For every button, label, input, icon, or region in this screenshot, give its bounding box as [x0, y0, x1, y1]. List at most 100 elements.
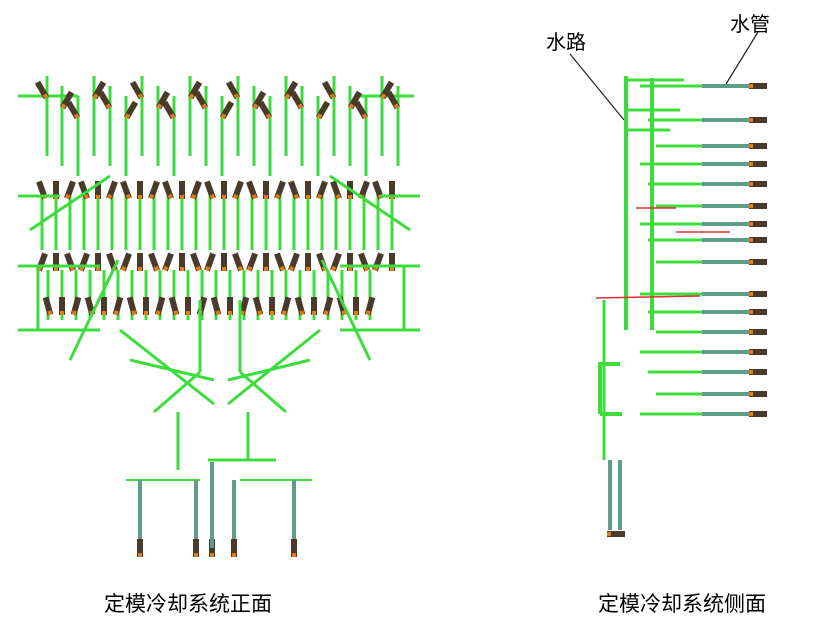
pipe-end-fitting	[749, 329, 767, 335]
cooling-fitting	[336, 296, 348, 316]
waterway-callout-label: 水路	[546, 30, 586, 54]
cooling-fitting	[221, 253, 227, 271]
cooling-fitting	[168, 296, 180, 316]
cooling-fitting	[53, 253, 59, 271]
cooling-fitting	[364, 296, 376, 316]
cooling-fitting	[190, 180, 202, 200]
front-view-caption: 定模冷却系统正面	[104, 592, 272, 616]
side-view-panel: 水路 水管 定模冷却系统侧面	[440, 0, 832, 624]
cooling-fitting	[219, 100, 235, 120]
waterway-segment	[329, 174, 411, 232]
cooling-fitting	[221, 181, 227, 199]
cooling-fitting	[155, 90, 171, 110]
cooling-fitting	[137, 253, 143, 271]
cooling-fitting	[311, 297, 317, 315]
cooling-fitting	[126, 296, 138, 316]
cooling-fitting	[120, 180, 132, 200]
front-view-drawing	[18, 76, 420, 557]
waterway-segment	[68, 259, 120, 361]
cooling-fitting	[78, 252, 90, 272]
pipe-end-fitting	[749, 349, 767, 355]
cooling-fitting	[137, 181, 143, 199]
cooling-fitting	[101, 297, 107, 315]
cooling-fitting	[64, 180, 76, 200]
cooling-fitting	[257, 100, 273, 120]
cooling-fitting	[106, 180, 118, 200]
cooling-fitting	[196, 296, 208, 316]
cooling-fitting	[347, 90, 363, 110]
pipe-end-fitting	[749, 181, 767, 187]
cooling-fitting	[288, 252, 300, 272]
cooling-fitting	[179, 253, 185, 271]
cooling-fitting	[372, 252, 384, 272]
cooling-fitting	[385, 90, 401, 110]
cooling-fitting	[232, 252, 244, 272]
cooling-fitting	[204, 252, 216, 272]
waterway-segment	[320, 259, 372, 361]
cooling-fitting	[34, 80, 50, 100]
cooling-fitting	[148, 180, 160, 200]
cooling-fitting	[353, 100, 369, 120]
pipe-callout-leader	[725, 31, 759, 85]
pipe-end-fitting	[749, 143, 767, 149]
cooling-fitting	[321, 80, 337, 100]
cooling-fitting	[330, 252, 342, 272]
pipe-end-fitting	[749, 83, 767, 89]
pipe-end-fitting	[749, 203, 767, 209]
cooling-fitting	[379, 80, 395, 100]
cooling-fitting	[91, 80, 107, 100]
cooling-fitting	[330, 180, 342, 200]
cooling-fitting	[123, 100, 139, 120]
cooling-fitting	[70, 296, 82, 316]
cooling-fitting	[210, 296, 222, 316]
cooling-fitting	[358, 252, 370, 272]
cooling-fitting	[193, 90, 209, 110]
cooling-fitting	[316, 180, 328, 200]
pipe-end-fitting	[291, 539, 297, 557]
cooling-fitting	[232, 180, 244, 200]
cooling-fitting	[274, 252, 286, 272]
cooling-fitting	[288, 180, 300, 200]
cooling-fitting	[42, 296, 54, 316]
pipe-end-fitting	[193, 539, 199, 557]
pipe-end-fitting	[749, 391, 767, 397]
pipe-end-fitting	[749, 221, 767, 227]
pipe-end-fitting	[749, 117, 767, 123]
pipe-end-fitting	[607, 531, 625, 537]
pipe-end-fitting	[231, 539, 237, 557]
cooling-fitting	[190, 252, 202, 272]
pipe-end-fitting	[749, 291, 767, 297]
cooling-fitting	[112, 296, 124, 316]
waterway-segment	[239, 370, 287, 414]
cooling-fitting	[227, 297, 233, 315]
pipe-end-fitting	[749, 369, 767, 375]
cooling-fitting	[280, 296, 292, 316]
cooling-fitting	[251, 90, 267, 110]
pipe-end-fitting	[749, 161, 767, 167]
cooling-fitting	[148, 252, 160, 272]
waterway-segment	[227, 328, 321, 406]
cooling-fitting	[246, 180, 258, 200]
cooling-fitting	[59, 297, 65, 315]
cooling-fitting	[143, 297, 149, 315]
cooling-fitting	[154, 296, 166, 316]
cooling-fitting	[283, 80, 299, 100]
cooling-fitting	[162, 252, 174, 272]
red-reference-line	[595, 295, 701, 299]
cooling-fitting	[95, 253, 101, 271]
cooling-fitting	[305, 253, 311, 271]
side-view-caption: 定模冷却系统侧面	[598, 592, 766, 616]
cooling-fitting	[204, 180, 216, 200]
pipe-end-fitting	[749, 237, 767, 243]
cooling-fitting	[389, 253, 395, 271]
cooling-fitting	[161, 100, 177, 120]
side-view-drawing	[569, 31, 767, 537]
waterway-segment	[119, 328, 215, 406]
waterway-segment	[153, 370, 201, 414]
cooling-fitting	[179, 181, 185, 199]
cooling-fitting	[95, 181, 101, 199]
waterway-segment	[29, 174, 111, 232]
cooling-fitting	[246, 252, 258, 272]
cooling-fitting	[187, 80, 203, 100]
waterway-segment	[129, 358, 215, 382]
